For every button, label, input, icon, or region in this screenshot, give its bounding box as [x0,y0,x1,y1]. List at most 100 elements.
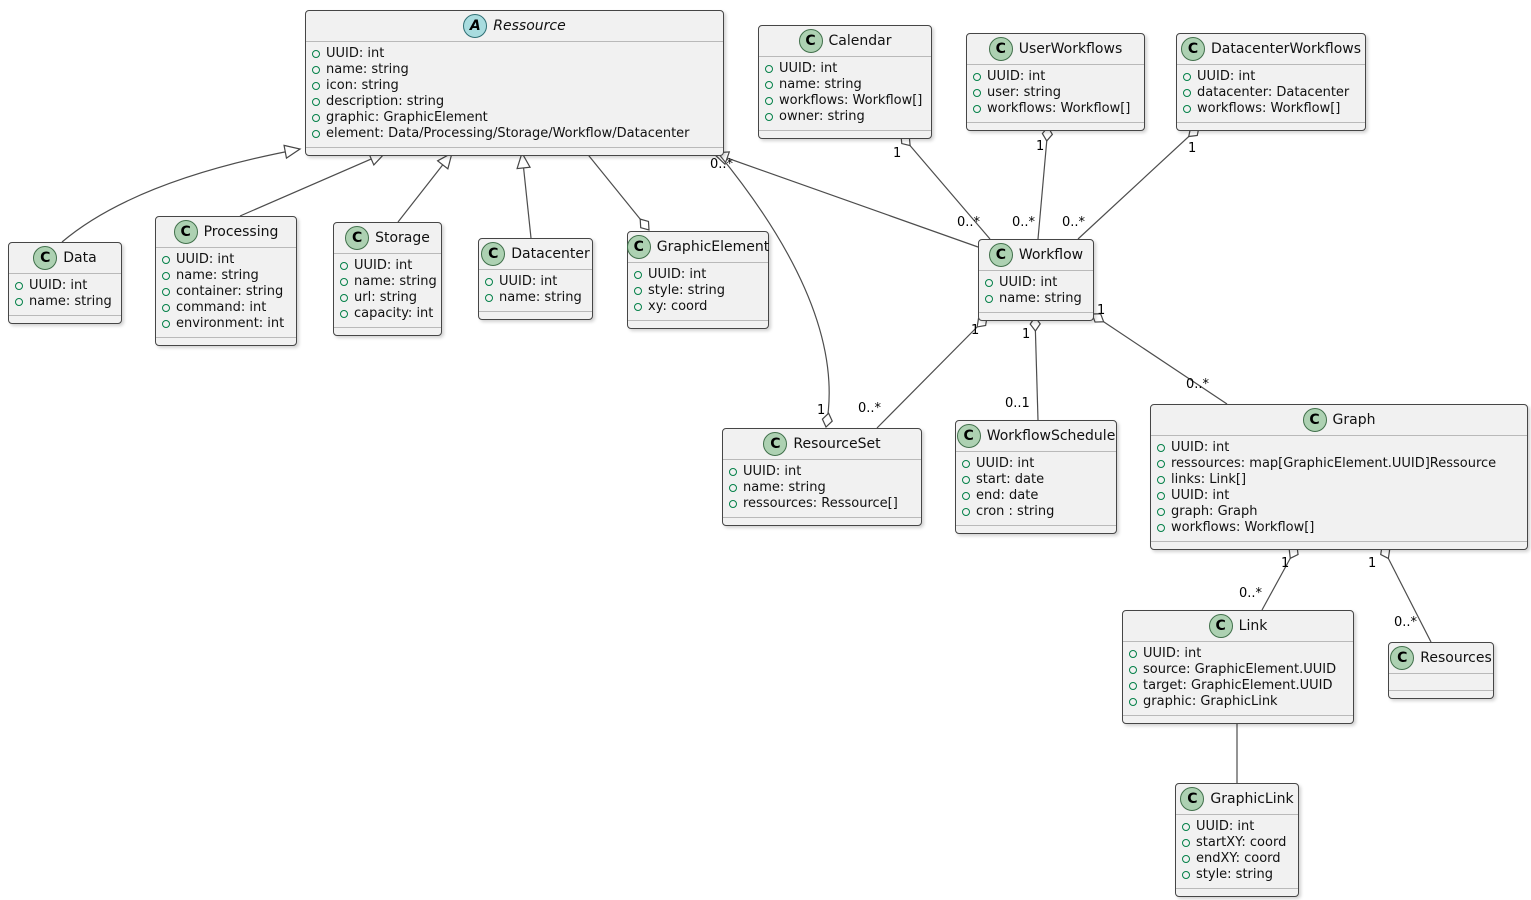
field-visibility-icon [162,288,170,296]
attribute: UUID: int [634,267,761,283]
class-header: C GraphicLink [1176,784,1298,815]
attribute: owner: string [765,109,924,125]
field-visibility-icon [312,66,320,74]
field-visibility-icon [312,50,320,58]
class-icon: C [626,235,651,259]
attribute: workflows: Workflow[] [1183,101,1358,117]
class-icon: C [1208,614,1233,638]
field-visibility-icon [1157,508,1165,516]
methods-compartment [479,311,592,319]
edge-graph-aggregates-resources [1382,546,1432,643]
attribute: name: string [15,294,114,310]
class-header: C Resources [1389,643,1493,674]
edge-resourceset-aggregates-ressource [717,152,829,427]
class-header: C Graph [1151,405,1527,436]
attribute: datacenter: Datacenter [1183,85,1358,101]
attribute: name: string [765,77,924,93]
methods-compartment [9,315,121,323]
methods-compartment [306,147,723,155]
field-visibility-icon [1129,698,1137,706]
attribute: UUID: int [340,258,434,274]
attribute: UUID: int [485,274,585,290]
field-visibility-icon [340,310,348,318]
attribute: name: string [340,274,437,290]
field-visibility-icon [162,304,170,312]
methods-compartment [156,337,296,345]
field-visibility-icon [962,508,970,516]
field-visibility-icon [1129,682,1137,690]
field-visibility-icon [729,484,737,492]
attribute-list [1389,674,1493,690]
class-header: C WorkflowSchedule [956,421,1116,452]
multiplicity-label: 1 [971,323,980,338]
edge-workflow-aggregates-workflowschedule [1035,317,1038,421]
field-visibility-icon [973,89,981,97]
attribute: style: string [634,283,761,299]
class-name: DatacenterWorkflows [1210,41,1362,57]
class-name: WorkflowSchedule [986,428,1116,444]
attribute: environment: int [162,316,289,332]
field-visibility-icon [985,295,993,303]
class-icon: C [798,29,823,53]
attribute: UUID: int [729,464,914,480]
edge-graph-aggregates-link [1261,546,1297,611]
multiplicity-label: 1 [1022,327,1031,342]
field-visibility-icon [1157,460,1165,468]
field-visibility-icon [1183,89,1191,97]
field-visibility-icon [985,279,993,287]
class-header: C Datacenter [479,239,592,270]
edge-calendar-aggregates-workflow [901,135,991,240]
attribute: graph: Graph [1157,504,1520,520]
class-header: C Processing [156,217,296,248]
field-visibility-icon [312,130,320,138]
edge-storage-inherits-ressource [397,151,453,223]
attribute: workflows: Workflow[] [1157,520,1520,536]
attribute: user: string [973,85,1137,101]
multiplicity-label: 1 [1036,139,1045,154]
edge-datacenterworkflows-aggregates-workflow [1077,127,1199,240]
attribute: target: GraphicElement.UUID [1129,678,1346,694]
methods-compartment [1123,715,1353,723]
methods-compartment [1176,888,1298,896]
field-visibility-icon [485,278,493,286]
class-name: Data [63,250,97,266]
class-header: C Data [9,243,121,274]
field-visibility-icon [962,460,970,468]
class-header: C GraphicElement [626,232,769,263]
class-name: UserWorkflows [1018,41,1123,57]
field-visibility-icon [162,256,170,264]
methods-compartment [967,122,1144,130]
attribute: description: string [312,94,716,110]
abstract-class-icon: A [463,14,488,38]
class-name: Link [1238,618,1268,634]
field-visibility-icon [15,298,23,306]
class-icon: C [345,226,370,250]
attribute: command: int [162,300,289,316]
attribute: UUID: int [765,61,924,77]
attribute: url: string [340,290,434,306]
multiplicity-label: 0..* [1012,215,1036,230]
field-visibility-icon [485,294,493,302]
class-icon: C [763,432,788,456]
edge-data-inherits-ressource [61,144,302,243]
attribute: startXY: coord [1182,835,1291,851]
attribute: capacity: int [340,306,434,322]
class-name: Workflow [1018,247,1084,263]
attribute: source: GraphicElement.UUID [1129,662,1346,678]
field-visibility-icon [340,278,348,286]
